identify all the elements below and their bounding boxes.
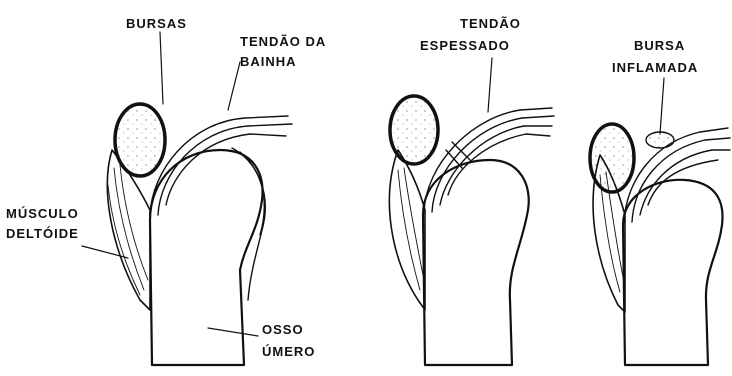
label-inflamada: INFLAMADA	[612, 60, 698, 75]
label-umero: ÚMERO	[262, 344, 315, 359]
leader-tendao-bainha	[228, 62, 240, 110]
leader-bursa-inflamada	[660, 78, 664, 134]
label-bursas: BURSAS	[126, 16, 187, 31]
label-espessado: ESPESSADO	[420, 38, 510, 53]
label-musculo: MÚSCULO	[6, 206, 79, 221]
label-bursa: BURSA	[634, 38, 685, 53]
panel-normal-shoulder	[82, 32, 292, 365]
leader-bursas	[160, 32, 163, 104]
label-bainha: BAINHA	[240, 54, 297, 69]
humerus-bone-3	[623, 180, 723, 365]
inflamed-bursa-tendon	[624, 128, 730, 222]
label-deltoide: DELTÓIDE	[6, 226, 79, 241]
panel-inflamed-bursa	[590, 78, 730, 365]
label-tendao: TENDÃO	[460, 16, 521, 31]
deltoid-muscle-2	[389, 150, 425, 310]
bursa-1	[115, 104, 165, 176]
label-osso: OSSO	[262, 322, 304, 337]
tendon-sheath-1	[150, 116, 292, 300]
panel-thickened-tendon	[389, 58, 554, 365]
leader-tendao-espessado	[488, 58, 492, 112]
leader-osso	[208, 328, 258, 336]
label-tendao-da: TENDÃO DA	[240, 34, 326, 49]
humerus-bone-2	[423, 160, 529, 365]
bursa-2	[390, 96, 438, 164]
bursa-3	[590, 124, 634, 192]
